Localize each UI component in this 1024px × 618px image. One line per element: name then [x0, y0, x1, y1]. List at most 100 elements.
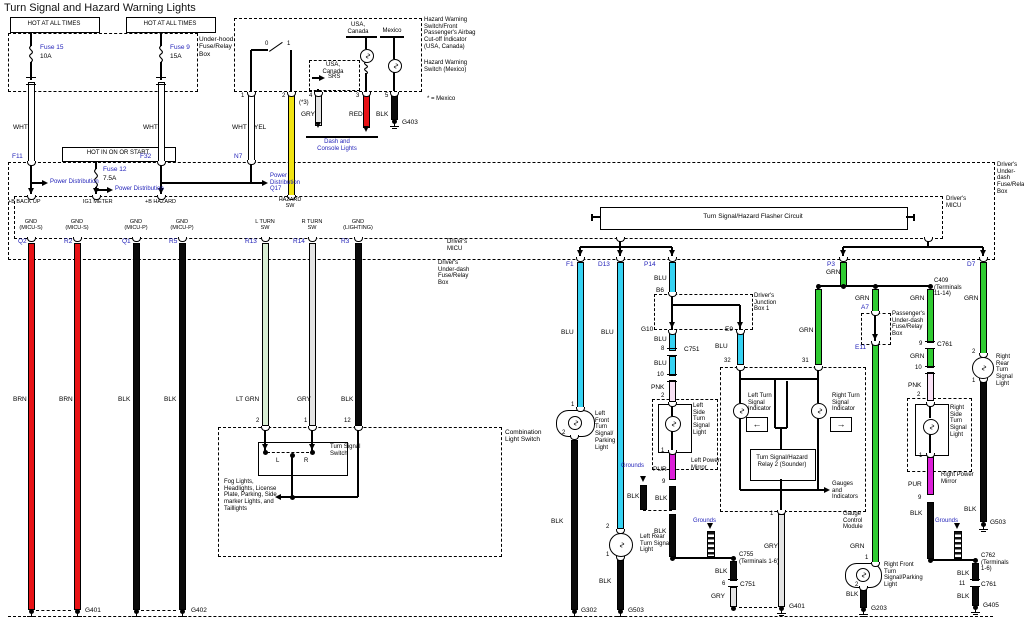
label-pur: PUR	[908, 481, 922, 488]
label-4: 4	[309, 93, 313, 99]
wire-ltgrn-11	[262, 243, 270, 426]
bulb-icon-1: ∿	[388, 59, 402, 73]
line-74	[36, 610, 71, 612]
wire-wht-1	[158, 82, 166, 163]
label-ig1-meter: IG1 METER	[83, 199, 113, 205]
junction-dot-6	[872, 283, 878, 289]
label-driver-s-under-dash-fuse-rel: Driver's Under-dash Fuse/Relay Box	[997, 162, 1024, 195]
line-72	[930, 559, 975, 561]
label-p3: P3	[827, 261, 835, 268]
ground-symbol-0	[389, 118, 399, 130]
pin-cup-26	[260, 426, 270, 431]
wire-blk-23	[669, 486, 677, 510]
label-right-turn-signal-indicator: Right Turn Signal Indicator	[832, 393, 860, 413]
bulb-filament-icon: ∿	[570, 419, 580, 427]
page-title: Turn Signal and Hazard Warning Lights	[4, 2, 196, 14]
label-blk: BLK	[551, 518, 564, 525]
label-2: 2	[661, 393, 665, 399]
label-mexico: * = Mexico	[427, 96, 456, 102]
label-blk: BLK	[118, 396, 131, 403]
left-turn-arrow-icon: ←	[746, 417, 768, 432]
wire-red-7	[28, 243, 36, 610]
label-hazard-warning-switch-front-: Hazard Warning Switch/Front Passenger's …	[424, 17, 476, 50]
line-70	[929, 434, 931, 454]
pin-cup-20	[923, 237, 933, 242]
label-gnd-lighting: GND (LIGHTING)	[343, 219, 373, 232]
wire-hatch-26	[707, 531, 716, 557]
line-20	[393, 38, 395, 59]
label-blk: BLK	[846, 591, 859, 598]
label-fuse-15: Fuse 15	[40, 44, 64, 51]
right-turn-arrow-icon: →	[830, 417, 852, 432]
label-power-distribution: Power Distribution	[50, 179, 99, 185]
label-q2: Q2	[18, 238, 27, 245]
line-71	[672, 557, 733, 559]
right-mirror-box	[907, 398, 972, 472]
label-passenger-s-under-dash-fuse-: Passenger's Under-dash Fuse/Relay Box	[892, 311, 925, 338]
bulb-filament-icon: ∿	[926, 423, 936, 431]
label-6: 6	[722, 581, 726, 587]
bulb-icon-2: ∿	[568, 416, 582, 430]
pin-cup-34	[667, 330, 677, 335]
label-8: 8	[661, 346, 665, 352]
label-blk: BLK	[910, 510, 923, 517]
label-r3: R3	[341, 238, 350, 245]
pin-cup-32	[615, 556, 625, 561]
bulb-filament-icon: ∿	[668, 420, 678, 428]
label-c762-terminals-1-6: C762 (Terminals 1-6)	[981, 553, 1009, 573]
label-r13: R13	[245, 238, 257, 245]
wire-pur-38	[927, 457, 935, 495]
ground-symbol-7	[776, 605, 786, 617]
pin-cup-22	[615, 257, 625, 262]
ground-symbol-10	[978, 521, 988, 533]
ground-symbol-9	[970, 604, 980, 616]
label-e9: E9	[725, 326, 733, 333]
label-p14: P14	[644, 261, 656, 268]
label-1: 1	[606, 552, 610, 558]
wire-blu-20	[669, 356, 677, 376]
bulb-icon-0: ∿	[360, 49, 374, 63]
label-gry: GRY	[764, 543, 778, 550]
line-42	[739, 305, 741, 330]
label-a7: A7	[861, 304, 869, 311]
label-srs: SRS	[328, 74, 341, 80]
label-gnd-micu-p: GND (MICU-P)	[170, 219, 194, 232]
arrow-right-icon-4	[824, 486, 830, 493]
pin-cup-7	[246, 160, 256, 165]
pin-cup-21	[575, 257, 585, 262]
label-1: 1	[241, 93, 245, 99]
label-9: 9	[662, 479, 666, 485]
wire-gry-12	[309, 243, 317, 426]
arrow-down-icon-0	[27, 188, 34, 194]
pin-cup-11	[286, 195, 296, 200]
line-73	[643, 510, 672, 512]
pin-cup-2	[313, 92, 323, 97]
wire-blk-6	[391, 95, 399, 120]
label-g403: G403	[402, 119, 418, 126]
junction-dot-9	[730, 555, 736, 561]
pin-cup-30	[569, 435, 579, 440]
left-mirror-box	[652, 399, 718, 470]
arrow-down-icon-10	[668, 322, 675, 328]
wire-grn-33	[872, 289, 880, 313]
line-46	[357, 428, 359, 497]
line-13	[251, 49, 268, 51]
wire-blu-18	[669, 262, 677, 293]
junction-dot-12	[730, 605, 736, 611]
label-c761: C761	[981, 581, 997, 588]
line-30	[580, 246, 672, 248]
flasher-circuit-box	[600, 207, 908, 230]
label-12: 12	[344, 418, 351, 424]
label-2: 2	[855, 582, 859, 588]
arrow-down-icon-4	[362, 126, 369, 132]
label-10: 10	[657, 372, 664, 378]
wire-red-8	[74, 243, 82, 610]
label-dash-and-console-lights: Dash and Console Lights	[317, 139, 357, 152]
fuse-symbol-3	[361, 61, 371, 75]
label-r14: R14	[293, 238, 305, 245]
line-2	[30, 62, 32, 80]
pin-cup-16	[260, 237, 270, 242]
label-9: 9	[919, 341, 923, 347]
bulb-filament-icon: ∿	[390, 62, 400, 70]
label-g302: G302	[581, 607, 597, 614]
